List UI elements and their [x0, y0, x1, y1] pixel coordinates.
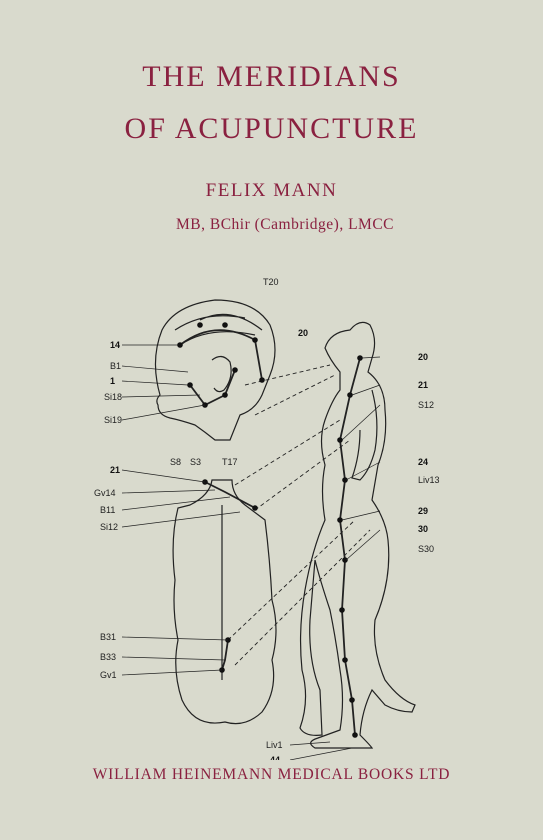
label-liv1: Liv1 [266, 740, 283, 750]
meridian-illustration: 14 B1 1 Si18 Si19 T20 20 S8 S3 T17 20 21… [94, 277, 440, 760]
title-line-2: OF ACUPUNCTURE [124, 112, 419, 145]
label-b31: B31 [100, 632, 116, 642]
label-30: 30 [418, 524, 428, 534]
title-line-1: THE MERIDIANS [142, 60, 401, 93]
ear-outline [211, 355, 232, 393]
meridian-head [179, 329, 263, 407]
meridian-body [339, 357, 361, 736]
label-s8: S8 [170, 457, 181, 467]
figure-outline [299, 321, 416, 749]
label-44: 44 [270, 755, 280, 760]
label-b33: B33 [100, 652, 116, 662]
label-si18: Si18 [104, 392, 122, 402]
label-21: 21 [418, 380, 428, 390]
label-b11: B11 [100, 505, 115, 515]
label-gv14: Gv14 [94, 488, 116, 498]
label-s12: S12 [418, 400, 434, 410]
label-1: 1 [110, 376, 115, 386]
label-20: 20 [418, 352, 428, 362]
label-21-neck: 21 [110, 465, 120, 475]
label-14: 14 [110, 340, 120, 350]
figure-arm [351, 389, 378, 481]
label-20-head: 20 [298, 328, 308, 338]
author-name: FELIX MANN [205, 180, 338, 201]
label-24: 24 [418, 457, 428, 467]
label-b1: B1 [110, 361, 121, 371]
label-t17: T17 [222, 457, 238, 467]
label-t20: T20 [263, 277, 279, 287]
publisher-name: WILLIAM HEINEMANN MEDICAL BOOKS LTD [92, 766, 451, 783]
label-s3: S3 [190, 457, 201, 467]
author-qualifications: MB, BChir (Cambridge), LMCC [176, 216, 395, 233]
meridian-neck [204, 481, 256, 509]
label-s30: S30 [418, 544, 434, 554]
acupoint-dots [177, 322, 363, 738]
label-gv1: Gv1 [100, 670, 117, 680]
label-si12: Si12 [100, 522, 118, 532]
head-outline [154, 299, 276, 441]
back-outline [172, 479, 277, 725]
label-liv13: Liv13 [418, 475, 440, 485]
label-29: 29 [418, 506, 428, 516]
label-si19: Si19 [104, 415, 122, 425]
meridian-back [221, 639, 229, 671]
